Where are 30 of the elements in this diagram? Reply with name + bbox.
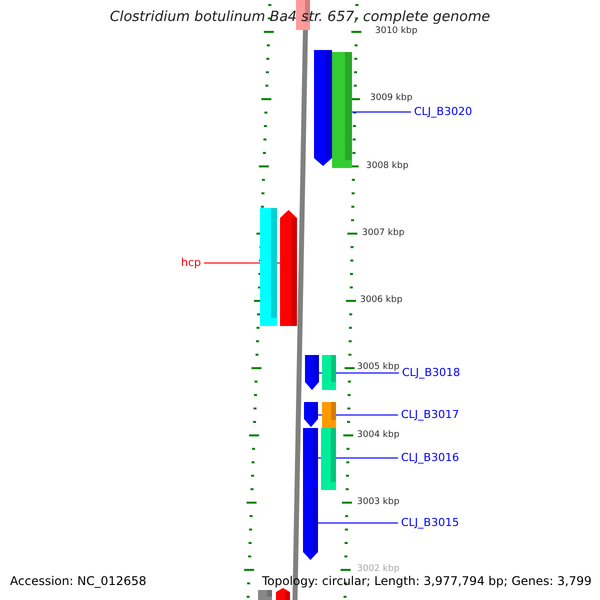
scale-label: 3003 kbp [357,497,400,507]
gene-label: CLJ_B3016 [401,451,460,465]
gene-block [305,355,319,390]
gene-block [280,210,297,326]
scale-label: 3009 kbp [370,93,412,103]
gene-block [322,402,336,428]
scale-label: 3007 kbp [362,228,404,238]
info-text: Topology: circular; Length: 3,977,794 bp; Genes: 3,799 [262,574,592,588]
scale-label: 3008 kbp [366,161,408,171]
gene-block [321,428,336,490]
gene-label: hcp [181,256,202,270]
info-text: Accession: NC_012658 [10,574,146,588]
gene-block [332,52,352,168]
scale-label: 3004 kbp [357,430,400,440]
scale-label: 3010 kbp [375,26,418,36]
gene-label: CLJ_B3017 [401,408,460,422]
scale-label: 3005 kbp [357,362,400,372]
leader-line [318,522,398,524]
gene-label: CLJ_B3020 [414,105,472,119]
gene-block [322,355,336,390]
gene-block [276,588,290,600]
gene-block [304,402,318,427]
gene-label: CLJ_B3015 [401,516,460,530]
scale-label: 3006 kbp [360,295,402,305]
gene-block [314,50,332,166]
gene-block [260,208,277,326]
gene-block [258,590,272,600]
gene-label: CLJ_B3018 [402,366,460,380]
scale-label: 3002 kbp [357,564,400,574]
gene-block [303,488,318,560]
